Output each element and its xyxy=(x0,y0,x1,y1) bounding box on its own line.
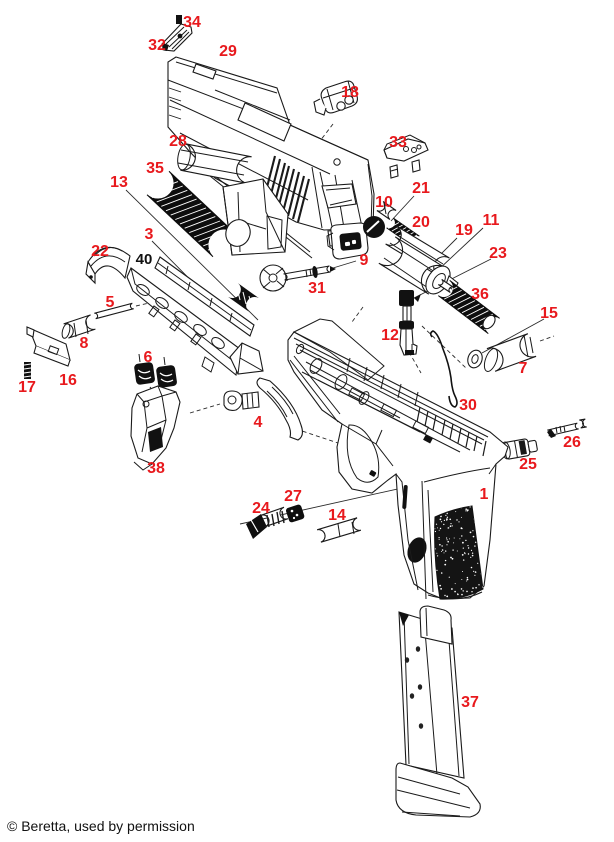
svg-text:7: 7 xyxy=(519,360,528,377)
svg-text:37: 37 xyxy=(461,694,479,711)
svg-text:25: 25 xyxy=(519,456,537,473)
svg-text:38: 38 xyxy=(147,460,165,477)
svg-text:18: 18 xyxy=(341,84,359,101)
svg-text:31: 31 xyxy=(308,280,326,297)
svg-text:40: 40 xyxy=(136,251,153,268)
svg-text:34: 34 xyxy=(183,14,201,31)
svg-text:35: 35 xyxy=(146,160,164,177)
svg-text:22: 22 xyxy=(91,243,109,260)
svg-text:26: 26 xyxy=(563,434,581,451)
svg-text:32: 32 xyxy=(148,37,166,54)
svg-text:© Beretta, used by permission: © Beretta, used by permission xyxy=(7,818,195,834)
svg-text:19: 19 xyxy=(455,222,473,239)
svg-text:3: 3 xyxy=(145,226,154,243)
svg-text:1: 1 xyxy=(480,486,489,503)
svg-text:21: 21 xyxy=(412,180,430,197)
svg-text:33: 33 xyxy=(389,134,407,151)
svg-text:27: 27 xyxy=(284,488,302,505)
svg-text:11: 11 xyxy=(483,212,500,229)
svg-text:4: 4 xyxy=(254,414,263,431)
svg-text:24: 24 xyxy=(252,500,270,517)
svg-text:15: 15 xyxy=(540,305,558,322)
svg-text:13: 13 xyxy=(110,174,128,191)
svg-text:17: 17 xyxy=(18,379,36,396)
svg-text:12: 12 xyxy=(381,327,399,344)
svg-text:20: 20 xyxy=(412,214,430,231)
svg-text:28: 28 xyxy=(169,133,187,150)
svg-text:29: 29 xyxy=(219,43,237,60)
svg-text:5: 5 xyxy=(106,294,115,311)
svg-text:14: 14 xyxy=(328,507,346,524)
svg-text:10: 10 xyxy=(375,194,393,211)
svg-text:36: 36 xyxy=(471,286,489,303)
svg-text:16: 16 xyxy=(59,372,77,389)
svg-text:9: 9 xyxy=(360,252,369,269)
svg-text:8: 8 xyxy=(80,335,89,352)
svg-text:23: 23 xyxy=(489,245,507,262)
svg-text:30: 30 xyxy=(459,397,477,414)
svg-text:6: 6 xyxy=(144,349,153,366)
